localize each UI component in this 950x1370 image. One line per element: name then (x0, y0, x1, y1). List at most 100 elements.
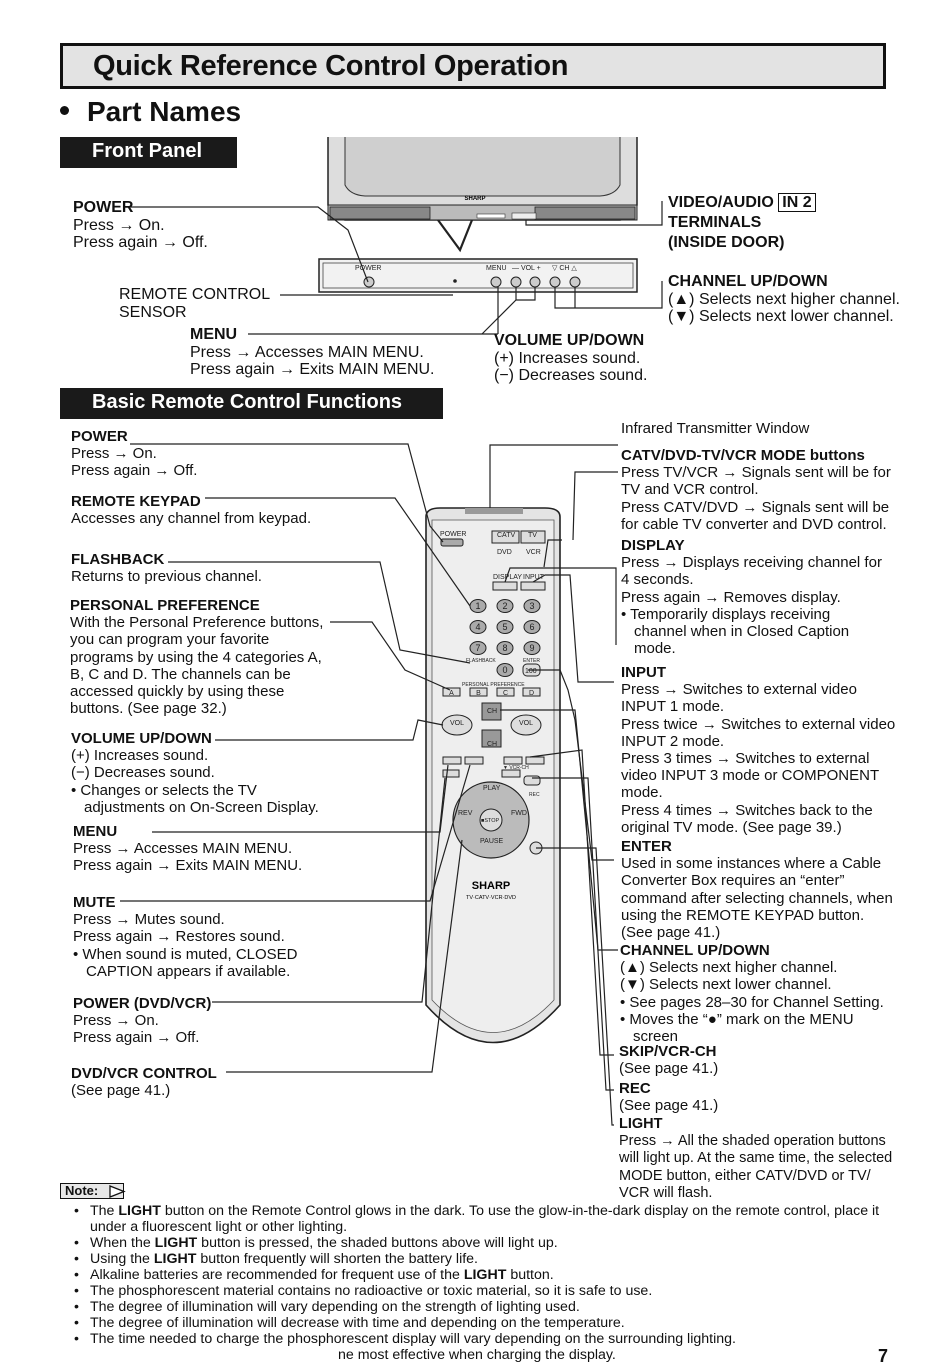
keypad-button-5[interactable] (496, 620, 514, 634)
keypad-button-3[interactable] (523, 599, 541, 613)
remote-input-button[interactable] (520, 581, 546, 591)
remote-vcrch-button[interactable] (501, 769, 521, 778)
rk-vol-down: VOL (450, 720, 464, 727)
speaker-grille-left (329, 206, 431, 220)
remote-sensor-dot (453, 279, 457, 283)
rk-play[interactable]: PLAY (483, 785, 501, 792)
rk-stop: ■STOP (481, 818, 500, 824)
note-item: The degree of illumination will decrease… (72, 1315, 902, 1331)
note-item: The phosphorescent material contains no … (72, 1283, 902, 1299)
remote-ch-up-button[interactable] (481, 702, 502, 721)
keypad-button-6[interactable] (523, 620, 541, 634)
panel-menu-label: MENU (486, 265, 507, 272)
remote-catv-dvd-button[interactable] (491, 530, 520, 544)
keypad-digit: 2 (502, 601, 507, 611)
rk-tv: TV (528, 532, 537, 539)
rk-vol-up: VOL (519, 720, 533, 727)
preference-letter: D (529, 690, 534, 697)
keypad-digit: 5 (502, 622, 507, 632)
in2-badge: IN 2 (778, 193, 816, 212)
note-arrow-icon (109, 1185, 126, 1198)
preference-button-1[interactable] (469, 687, 488, 697)
remote-skip-button[interactable] (503, 756, 523, 765)
rc-volume-desc: VOLUME UP/DOWN (+) Increases sound. (−) … (71, 730, 319, 816)
rk-pause[interactable]: PAUSE (480, 838, 504, 845)
rk-input: INPUT (523, 574, 545, 581)
rk-display: DISPLAY (493, 574, 522, 581)
panel-power-button[interactable] (363, 276, 375, 288)
page-title: Quick Reference Control Operation (93, 50, 569, 82)
bullet-icon (60, 106, 69, 116)
preference-button-0[interactable] (442, 687, 461, 697)
rk-rec: REC (529, 792, 540, 798)
note-item: Using the LIGHT button frequently will s… (72, 1251, 902, 1267)
rk-power-label: POWER (440, 531, 466, 538)
preference-letter: C (503, 690, 508, 697)
rk-ch-down: CH (487, 741, 497, 748)
keypad-button-8[interactable] (496, 641, 514, 655)
remote-tv-vcr-button[interactable] (520, 530, 546, 544)
rc-channel-desc: CHANNEL UP/DOWN (▲) Selects next higher … (620, 942, 884, 1046)
rc-power-dvd-desc: POWER (DVD/VCR) Press → On. Press again … (73, 995, 212, 1047)
note-item: The time needed to charge the phosphores… (72, 1331, 902, 1347)
keypad-digit: 0 (502, 665, 507, 675)
keypad-button-9[interactable] (523, 641, 541, 655)
remote-skip-fwd-button[interactable] (525, 756, 545, 765)
remote-band: Basic Remote Control Functions (60, 388, 443, 419)
remote-power-dvd-button[interactable] (442, 769, 460, 778)
rc-power-desc: POWER Press → On. Press again → Off. (71, 428, 198, 480)
tv-front-panel-illustration: SHARP POWER MENU — VOL + ▽ CH △ (130, 137, 663, 335)
page-number: 7 (878, 1346, 889, 1366)
remote-vol-up-button[interactable] (510, 714, 542, 736)
section-heading: Part Names (60, 96, 241, 128)
keypad-button-10[interactable] (496, 663, 514, 677)
panel-vol-down-button[interactable] (510, 276, 522, 288)
rc-enter-desc: ENTER Used in some instances where a Cab… (621, 838, 893, 942)
fp-channel-desc: CHANNEL UP/DOWN (▲) Selects next higher … (668, 273, 900, 325)
preference-button-3[interactable] (522, 687, 541, 697)
remote-ch-down-button[interactable] (481, 729, 502, 748)
keypad-button-2[interactable] (496, 599, 514, 613)
keypad-button-7[interactable] (469, 641, 487, 655)
panel-menu-button[interactable] (490, 276, 502, 288)
preference-button-2[interactable] (496, 687, 515, 697)
rk-fwd[interactable]: FWD (511, 810, 527, 817)
notes-list: The LIGHT button on the Remote Control g… (72, 1203, 902, 1347)
rc-input-desc: INPUT Press → Switches to external video… (621, 664, 896, 836)
rk-enter: ENTER (523, 658, 540, 664)
panel-ch-down-button[interactable] (549, 276, 561, 288)
rc-mode-desc: CATV/DVD-TV/VCR MODE buttons Press TV/VC… (621, 447, 891, 533)
remote-power-button[interactable] (440, 538, 464, 547)
keypad-button-4[interactable] (469, 620, 487, 634)
keypad-digit: 4 (475, 622, 480, 632)
panel-vol-up-button[interactable] (529, 276, 541, 288)
rc-flashback-desc: FLASHBACK Returns to previous channel. (71, 551, 262, 586)
keypad-digit: 9 (529, 643, 534, 653)
rk-flashback: FLASHBACK (466, 658, 496, 664)
remote-mute-button[interactable] (464, 756, 484, 765)
keypad-digit: 3 (529, 601, 534, 611)
rk-rev[interactable]: REV (458, 810, 473, 817)
rc-dvd-control-desc: DVD/VCR CONTROL (See page 41.) (71, 1065, 217, 1100)
panel-ch-up-button[interactable] (569, 276, 581, 288)
note-item: The LIGHT button on the Remote Control g… (72, 1203, 902, 1235)
remote-display-button[interactable] (492, 581, 518, 591)
note-tag: Note: (60, 1183, 124, 1199)
rc-mute-desc: MUTE Press → Mutes sound. Press again → … (73, 894, 298, 980)
remote-menu-button[interactable] (442, 756, 462, 765)
panel-power-label: POWER (355, 265, 381, 272)
fp-video-desc: VIDEO/AUDIO IN 2 TERMINALS (INSIDE DOOR) (668, 193, 816, 253)
fp-volume-desc: VOLUME UP/DOWN (+) Increases sound. (−) … (494, 332, 648, 384)
keypad-digit: 6 (529, 622, 534, 632)
rc-light-desc: LIGHT Press → All the shaded operation b… (619, 1116, 893, 1201)
infrared-window (465, 508, 523, 514)
remote-rec-button[interactable] (523, 775, 541, 786)
rc-skip-desc: SKIP/VCR-CH (See page 41.) (619, 1043, 719, 1078)
note-item: The degree of illumination will vary dep… (72, 1299, 902, 1315)
panel-vol-label: — VOL + (512, 265, 541, 272)
panel-ch-label: ▽ CH △ (552, 265, 577, 272)
remote-stop-button[interactable] (479, 808, 503, 832)
